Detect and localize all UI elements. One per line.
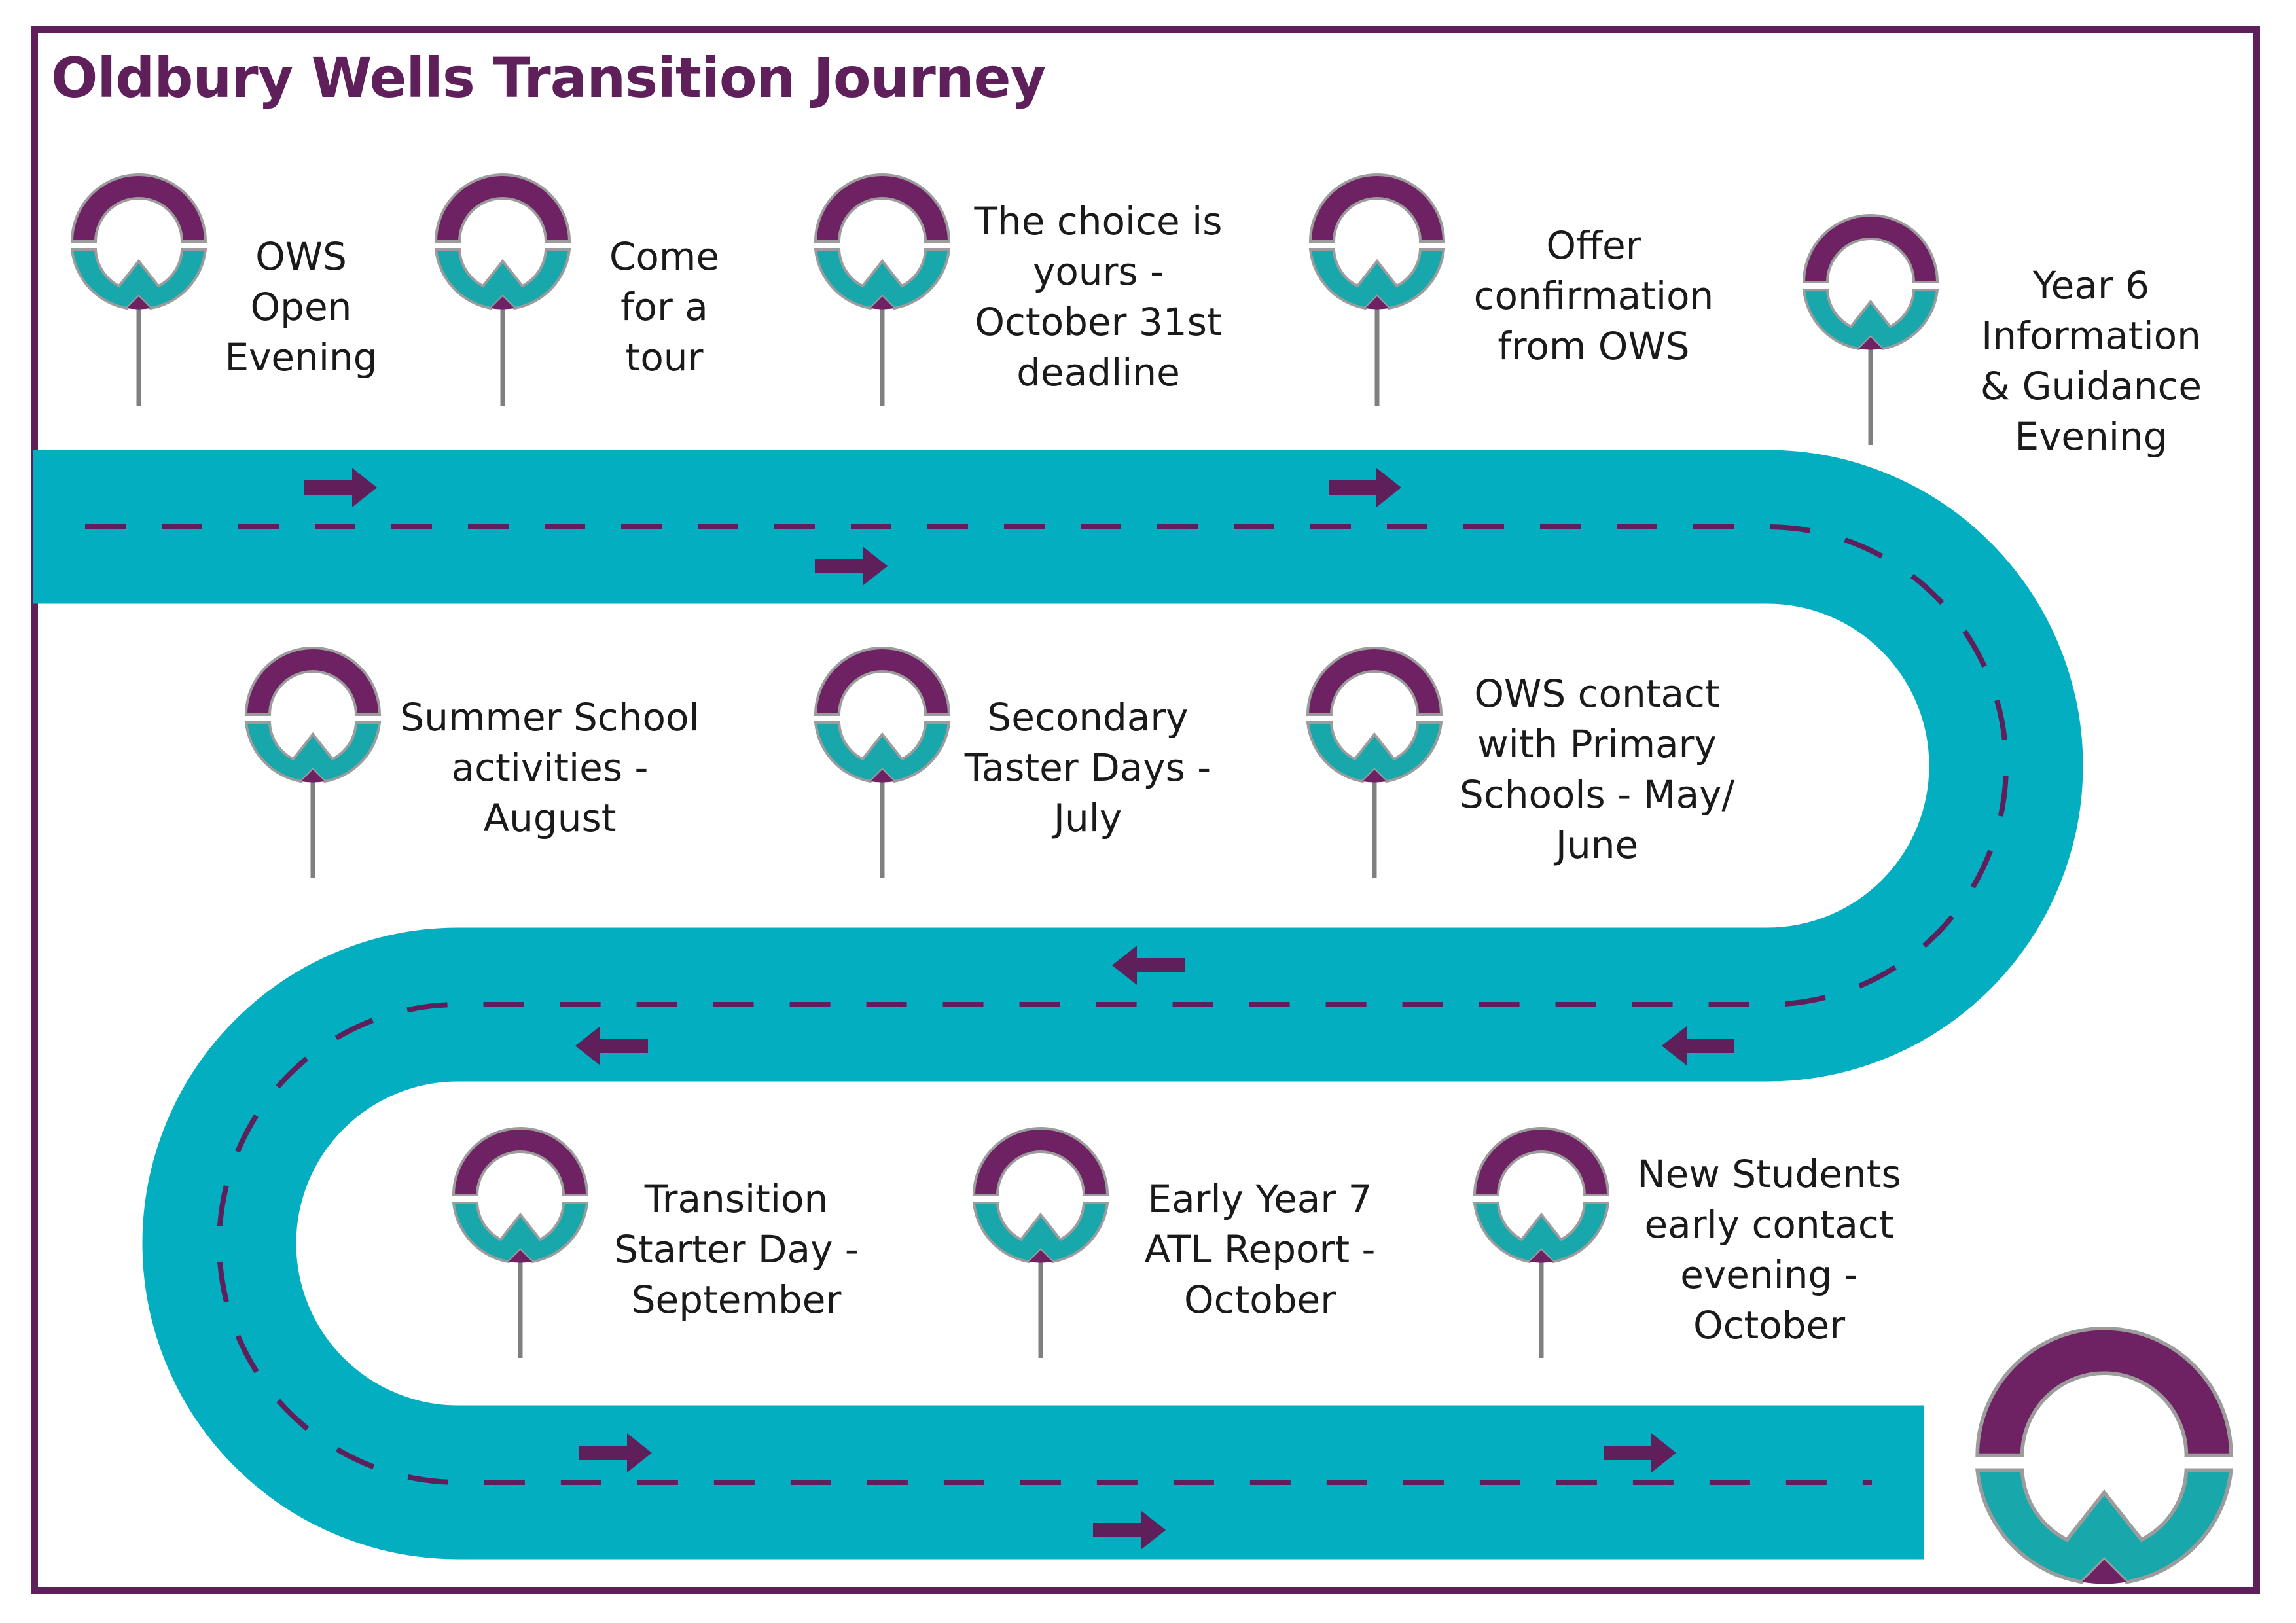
milestone-label-come-for-a-tour: Come for a tour xyxy=(609,234,720,380)
road xyxy=(33,450,2083,1560)
milestone-pin-early-contact-evening xyxy=(1473,1127,1609,1358)
poster-frame xyxy=(31,26,2260,1594)
arrow-right-icon xyxy=(1329,468,1401,507)
milestone-pin-primary-schools-contact xyxy=(1306,647,1443,878)
milestone-label-early-atl-report: Early Year 7 ATL Report - October xyxy=(1144,1177,1376,1322)
poster-title: Oldbury Wells Transition Journey xyxy=(51,46,1046,110)
ows-logo-pin-icon xyxy=(1803,214,1939,351)
direction-arrows xyxy=(304,468,1734,1550)
ows-logo-pin-icon xyxy=(452,1127,588,1264)
arrow-right-icon xyxy=(815,546,888,586)
road-center-dashes xyxy=(85,524,2009,1485)
milestone-pin-summer-school xyxy=(245,647,381,878)
milestone-label-transition-starter-day: Transition Starter Day - September xyxy=(614,1177,859,1322)
milestone-label-year6-information-evening: Year 6 Information & Guidance Evening xyxy=(1980,263,2202,459)
milestone-pin-transition-starter-day xyxy=(452,1127,588,1358)
milestone-label-summer-school: Summer School activities - August xyxy=(400,695,700,840)
milestone-pin-choice-deadline xyxy=(814,173,950,406)
ows-logo-pin-icon xyxy=(814,173,950,311)
arrow-left-icon xyxy=(1112,946,1185,985)
milestone-pin-come-for-a-tour xyxy=(435,173,571,406)
arrow-left-icon xyxy=(1662,1026,1734,1065)
ows-logo-pin-icon xyxy=(814,647,950,784)
arrow-right-icon xyxy=(579,1433,652,1472)
arrow-right-icon xyxy=(1093,1510,1166,1550)
milestone-pin-offer-confirmation xyxy=(1309,173,1445,406)
ows-logo-pin-icon xyxy=(973,1127,1109,1264)
milestone-pin-year6-information-evening xyxy=(1803,214,1939,445)
arrow-right-icon xyxy=(304,468,377,507)
milestone-label-offer-confirmation: Offer confirmation from OWS xyxy=(1473,223,1714,368)
milestone-label-taster-days: Secondary Taster Days - July xyxy=(964,695,1211,840)
milestone-label-ows-open-evening: OWS Open Evening xyxy=(224,234,378,380)
arrow-left-icon xyxy=(575,1026,648,1065)
milestone-label-early-contact-evening: New Students early contact evening - Oct… xyxy=(1637,1152,1901,1347)
ows-logo-pin-icon xyxy=(435,173,571,311)
milestone-pin-ows-open-evening xyxy=(71,173,207,406)
ows-logo-pin-icon xyxy=(245,647,381,784)
ows-logo-pin-icon xyxy=(1473,1127,1609,1264)
ows-logo-icon xyxy=(1975,1327,2233,1584)
arrow-right-icon xyxy=(1604,1433,1676,1472)
milestone-label-primary-schools-contact: OWS contact with Primary Schools - May/ … xyxy=(1459,671,1735,867)
milestone-pin-taster-days xyxy=(814,647,950,878)
ows-logo-pin-icon xyxy=(1306,647,1443,784)
milestone-pins xyxy=(71,173,1939,1358)
ows-logo-pin-icon xyxy=(71,173,207,311)
milestone-pin-early-atl-report xyxy=(973,1127,1109,1358)
ows-logo-pin-icon xyxy=(1309,173,1445,311)
milestone-label-choice-deadline: The choice is yours - October 31st deadl… xyxy=(974,199,1223,395)
